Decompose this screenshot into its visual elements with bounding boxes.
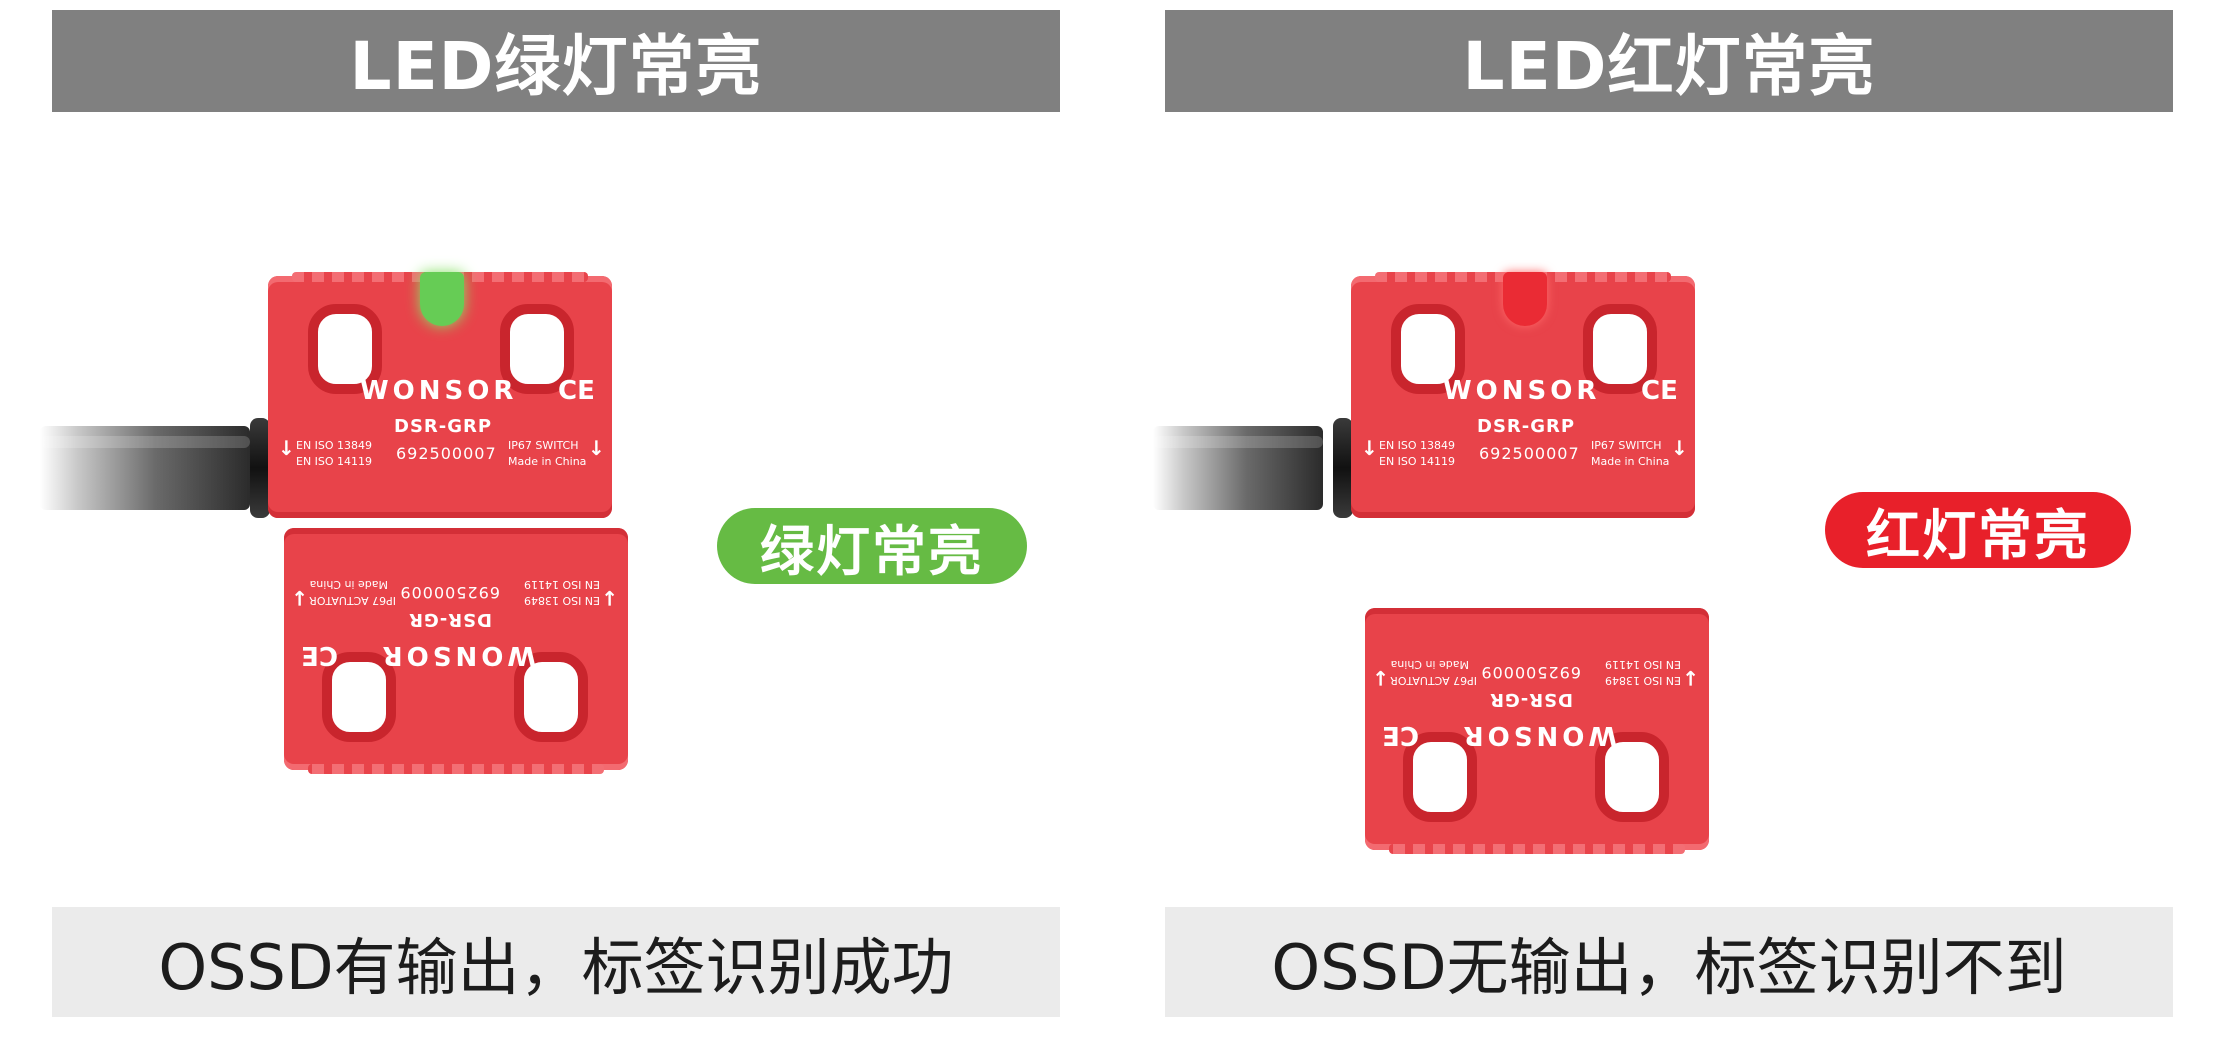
arrow-down-icon: ↓ — [278, 436, 295, 460]
right-cable — [1153, 426, 1323, 510]
std-line-1: EN ISO 13849 — [1604, 674, 1681, 687]
ce-mark: CE — [301, 640, 338, 670]
led-indicator-green — [420, 272, 464, 326]
arrow-down-icon: ↓ — [1361, 436, 1378, 460]
origin: Made in China — [309, 578, 388, 591]
std-line-2: EN ISO 14119 — [296, 455, 373, 468]
actuator-model: DSR-GR — [1489, 689, 1573, 710]
sensor-code: 692500007 — [1479, 444, 1580, 463]
ce-mark: CE — [1382, 720, 1419, 750]
rating: IP67 SWITCH — [508, 439, 579, 452]
left-footer: OSSD有输出，标签识别成功 — [52, 907, 1060, 1017]
brand-logo: WONSOR — [360, 376, 518, 406]
std-line-2: EN ISO 14119 — [1379, 455, 1456, 468]
mounting-hole — [500, 304, 574, 394]
right-sensor-block: WONSOR CE DSR-GRP ↓ EN ISO 13849 EN ISO … — [1351, 272, 1695, 518]
sensor-model: DSR-GRP — [394, 416, 493, 437]
sensor-model: DSR-GRP — [1477, 416, 1576, 437]
brand-logo: WONSOR — [1443, 376, 1601, 406]
actuator-code: 692500009 — [1480, 663, 1581, 682]
mounting-hole — [1391, 304, 1465, 394]
brand-logo: WONSOR — [378, 640, 536, 670]
arrow-down-icon: ↓ — [1682, 666, 1699, 690]
origin: Made in China — [508, 455, 587, 468]
left-sensor-block: WONSOR CE DSR-GRP ↓ EN ISO 13849 EN ISO … — [268, 272, 612, 518]
rating: IP67 ACTUATOR — [1390, 674, 1477, 687]
rating: IP67 ACTUATOR — [309, 594, 396, 607]
left-cable — [40, 426, 250, 510]
right-cable-collar — [1333, 418, 1353, 518]
actuator-model: DSR-GR — [408, 609, 492, 630]
mounting-hole — [308, 304, 382, 394]
status-pill-green: 绿灯常亮 — [717, 508, 1027, 584]
sensor-code: 692500007 — [396, 444, 497, 463]
actuator-code: 692500009 — [399, 583, 500, 602]
std-line-1: EN ISO 13849 — [1379, 439, 1456, 452]
mounting-hole — [1583, 304, 1657, 394]
led-indicator-red — [1503, 272, 1547, 326]
arrow-down-icon: ↓ — [1671, 436, 1688, 460]
arrow-down-icon: ↓ — [291, 586, 308, 610]
right-header: LED红灯常亮 — [1165, 10, 2173, 112]
arrow-down-icon: ↓ — [1372, 666, 1389, 690]
left-cable-collar — [250, 418, 270, 518]
ce-mark: CE — [558, 376, 595, 406]
status-pill-red: 红灯常亮 — [1825, 492, 2131, 568]
std-line-1: EN ISO 13849 — [296, 439, 373, 452]
std-line-2: EN ISO 14119 — [1604, 658, 1681, 671]
std-line-1: EN ISO 13849 — [523, 594, 600, 607]
arrow-down-icon: ↓ — [601, 586, 618, 610]
left-actuator-block: WONSOR CE DSR-GR ↓ EN ISO 13849 EN ISO 1… — [284, 528, 628, 774]
origin: Made in China — [1390, 658, 1469, 671]
right-actuator-block: WONSOR CE DSR-GR ↓ EN ISO 13849 EN ISO 1… — [1365, 608, 1709, 854]
ce-mark: CE — [1641, 376, 1678, 406]
left-header: LED绿灯常亮 — [52, 10, 1060, 112]
rating: IP67 SWITCH — [1591, 439, 1662, 452]
left-panel: LED绿灯常亮 WONSOR CE DSR-GRP ↓ EN ISO 13849… — [40, 0, 1060, 1055]
right-footer: OSSD无输出，标签识别不到 — [1165, 907, 2173, 1017]
arrow-down-icon: ↓ — [588, 436, 605, 460]
brand-logo: WONSOR — [1459, 720, 1617, 750]
origin: Made in China — [1591, 455, 1670, 468]
right-panel: LED红灯常亮 WONSOR CE DSR-GRP ↓ EN ISO 13849… — [1153, 0, 2173, 1055]
std-line-2: EN ISO 14119 — [523, 578, 600, 591]
